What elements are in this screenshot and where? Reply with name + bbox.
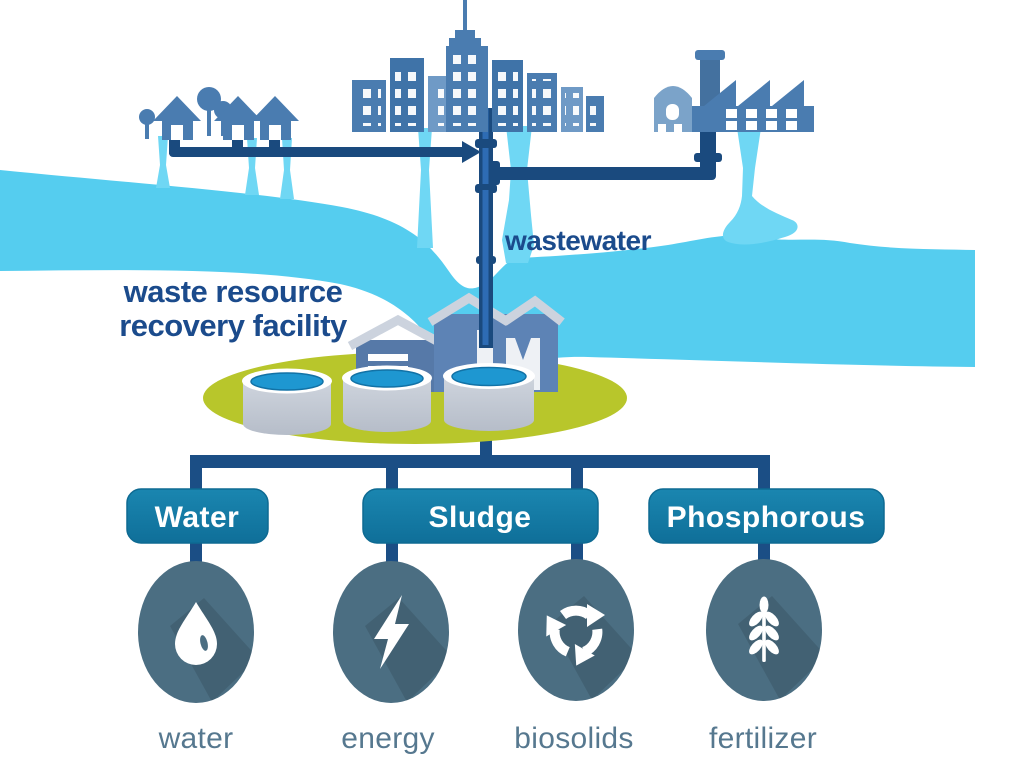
recycle-arrows-icon xyxy=(546,604,605,666)
branch-boxes: Water Sludge Phosphorous xyxy=(126,488,885,544)
house-pipe-stub-1 xyxy=(169,134,180,154)
wheat-stalk-icon xyxy=(749,596,779,662)
treatment-tanks xyxy=(242,363,535,435)
main-pipe-flange-1 xyxy=(475,139,497,148)
pipe-arrowhead xyxy=(462,141,481,163)
skyscraper-tower xyxy=(446,0,488,132)
sludge-box-label: Sludge xyxy=(428,501,531,534)
phosphorous-box xyxy=(648,488,885,544)
factory xyxy=(654,50,814,132)
city-skyline xyxy=(352,0,604,132)
factory-sewer-pipe xyxy=(494,167,710,180)
lightning-bolt-icon xyxy=(374,595,409,669)
city-stream-left xyxy=(417,128,433,248)
tank-1 xyxy=(242,368,332,435)
factory-pipe-elbow xyxy=(700,160,716,180)
tank-3 xyxy=(443,363,535,431)
factory-windows xyxy=(726,109,797,130)
output-circles xyxy=(138,559,822,703)
sewer-pipes xyxy=(169,126,722,185)
house-pipe-stub-2 xyxy=(232,134,243,152)
tree-small xyxy=(139,109,155,139)
facility-label-line2: recovery facility xyxy=(119,308,348,343)
house-stream-2 xyxy=(245,138,259,195)
house-2 xyxy=(214,96,262,140)
fertilizer-output-circle xyxy=(706,559,822,701)
main-pipe-lower xyxy=(479,190,493,348)
house-1 xyxy=(153,96,201,140)
output-label-biosolids: biosolids xyxy=(514,722,633,755)
factory-stream xyxy=(722,128,798,245)
phosphorous-box-label: Phosphorous xyxy=(667,501,866,534)
tank-2 xyxy=(342,365,432,432)
water-droplet-icon xyxy=(175,602,217,665)
wastewater-label: wastewater xyxy=(504,225,652,256)
houses-sewer-pipe xyxy=(169,147,468,157)
output-label-fertilizer: fertilizer xyxy=(709,722,817,755)
river xyxy=(0,170,975,384)
city-stream-main xyxy=(502,126,534,263)
factory-pipe-flange xyxy=(694,153,722,162)
biosolids-output-circle xyxy=(518,559,634,701)
energy-output-circle xyxy=(333,561,449,703)
house-pipe-stub-3 xyxy=(269,134,280,152)
residential-houses xyxy=(139,87,299,140)
water-box-label: Water xyxy=(155,501,240,534)
output-label-water: water xyxy=(158,722,234,755)
facility-label-line1: waste resource xyxy=(123,274,343,309)
house-3 xyxy=(251,96,299,140)
output-label-energy: energy xyxy=(341,722,435,755)
sludge-box xyxy=(362,488,599,544)
water-output-circle xyxy=(138,561,254,703)
house-stream-1 xyxy=(156,136,170,188)
water-box xyxy=(126,488,269,544)
